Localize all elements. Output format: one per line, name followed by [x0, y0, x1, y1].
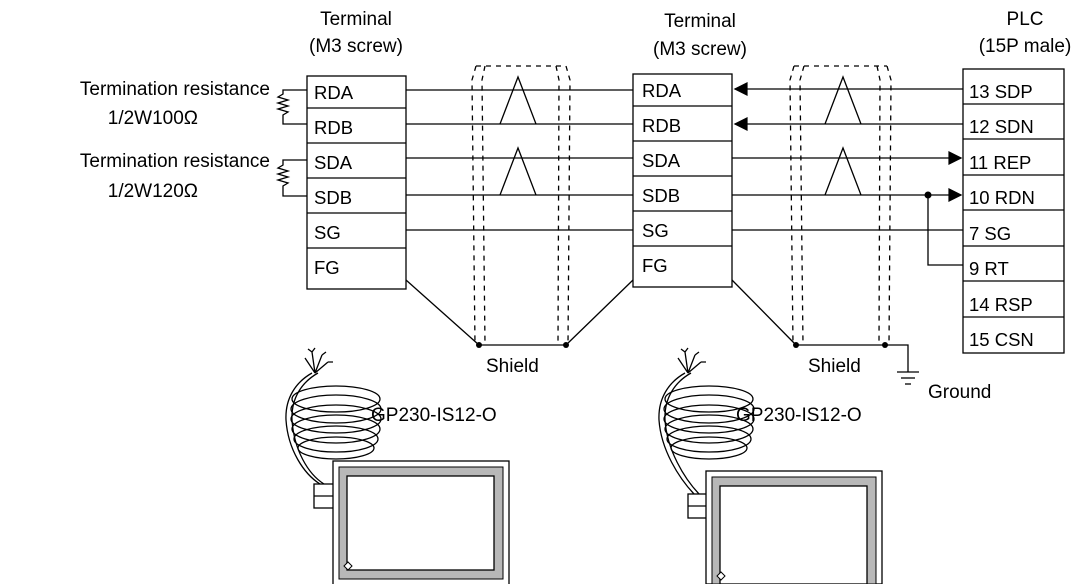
plc-pin-12-sdn: 12 SDN	[969, 116, 1034, 137]
plc-pin-15-csn: 15 CSN	[969, 329, 1034, 350]
left-pin-sg: SG	[314, 222, 341, 243]
gp-unit-2-label: GP230-IS12-O	[736, 405, 862, 426]
mid-pin-sdb: SDB	[642, 185, 680, 206]
shield-label-2: Shield	[808, 356, 861, 377]
gp-unit-1-label: GP230-IS12-O	[371, 405, 497, 426]
left-terminal-title: Terminal	[320, 9, 392, 30]
cable-2-wires	[731, 65, 963, 385]
gp-unit-2-display-icon	[705, 470, 883, 584]
left-pin-fg: FG	[314, 257, 340, 278]
plc-pin-10-rdn: 10 RDN	[969, 187, 1035, 208]
shield-label-1: Shield	[486, 356, 539, 377]
plc-pin-9-rt: 9 RT	[969, 258, 1009, 279]
left-pin-sda: SDA	[314, 152, 353, 173]
cable-1-wires	[405, 65, 634, 348]
mid-terminal-subtitle: (M3 screw)	[653, 39, 747, 60]
resistor-1-value: 1/2W100Ω	[108, 108, 198, 129]
mid-terminal-block: RDA RDB SDA SDB SG FG	[632, 73, 733, 288]
left-pin-rda: RDA	[314, 82, 354, 103]
gp-unit-1-display-icon	[332, 460, 510, 584]
mid-pin-rdb: RDB	[642, 115, 681, 136]
mid-pin-rda: RDA	[642, 80, 682, 101]
resistor-2-label: Termination resistance	[80, 151, 270, 172]
plc-pin-13-sdp: 13 SDP	[969, 81, 1033, 102]
plc-pin-7-sg: 7 SG	[969, 223, 1011, 244]
resistor-2-value: 1/2W120Ω	[108, 181, 198, 202]
plc-title: PLC	[1007, 9, 1044, 30]
left-pin-sdb: SDB	[314, 187, 352, 208]
plc-pin-11-rep: 11 REP	[969, 152, 1031, 173]
mid-terminal-title: Terminal	[664, 11, 736, 32]
left-pin-rdb: RDB	[314, 117, 353, 138]
plc-subtitle: (15P male)	[979, 36, 1072, 57]
resistor-2-symbol	[275, 159, 307, 197]
ground-label: Ground	[928, 382, 991, 403]
plc-block: 13 SDP 12 SDN 11 REP 10 RDN 7 SG 9 RT 14…	[962, 68, 1065, 354]
resistor-1-symbol	[275, 89, 307, 125]
mid-pin-fg: FG	[642, 255, 668, 276]
left-terminal-subtitle: (M3 screw)	[309, 36, 403, 57]
mid-pin-sg: SG	[642, 220, 669, 241]
mid-pin-sda: SDA	[642, 150, 681, 171]
left-terminal-block: RDA RDB SDA SDB SG FG	[306, 75, 407, 290]
resistor-1-label: Termination resistance	[80, 79, 270, 100]
plc-pin-14-rsp: 14 RSP	[969, 294, 1033, 315]
gp-unit-1-cable-icon	[285, 347, 382, 509]
